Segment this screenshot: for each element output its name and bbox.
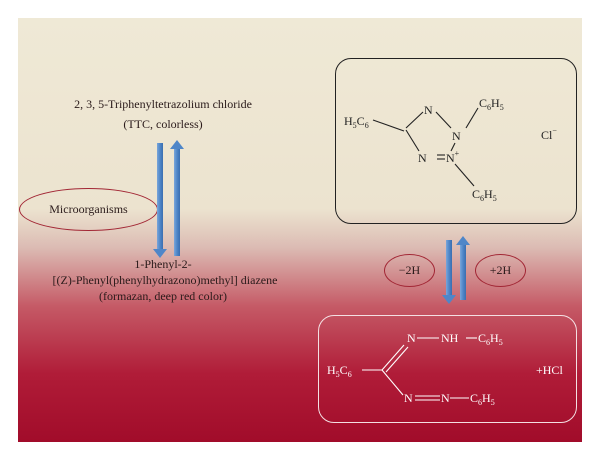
formazan-atom-n3: N [441,391,450,405]
plus-2h-label: +2H [489,263,512,277]
microorganisms-label: Microorganisms [49,202,128,216]
formazan-phenyl-top: C6H5 [478,331,503,347]
ttc-atom-n2: N [452,129,461,143]
ttc-description-label: (TTC, colorless) [123,117,203,131]
ttc-name-label: 2, 3, 5-Triphenyltetrazolium chloride [74,97,252,111]
ttc-phenyl-top: C6H5 [479,96,504,112]
plus-2h-oval: +2H [475,254,526,287]
ttc-atom-n1: N [424,103,433,117]
formazan-atom-n1: N [407,331,416,345]
ttc-structure-box [335,58,577,224]
ttc-atom-n4: N+ [446,149,460,165]
right-up-arrow [456,236,470,300]
ttc-ring-bonds [372,107,479,187]
formazan-phenyl-left: H5C6 [327,363,352,379]
left-up-arrow [170,140,184,256]
right-down-arrow [442,240,456,304]
formazan-bonds [362,337,477,401]
formazan-description-line: (formazan, deep red color) [99,289,227,303]
formazan-name-line1: 1-Phenyl-2- [134,257,192,271]
formazan-name-line2: [(Z)-Phenyl(phenylhydrazono)methyl] diaz… [52,273,278,287]
ttc-phenyl-left: H5C6 [344,114,369,130]
ttc-chloride: Cl− [541,126,557,142]
ttc-atom-n3: N [418,151,427,165]
formazan-atom-n2: N [404,391,413,405]
formazan-atom-nh: NH [441,331,459,345]
minus-2h-label: −2H [398,263,421,277]
ttc-phenyl-bottom: C6H5 [472,187,497,203]
formazan-phenyl-bottom: C6H5 [470,391,495,407]
minus-2h-oval: −2H [384,254,435,287]
left-down-arrow [153,143,167,258]
formazan-hcl-byproduct: +HCl [536,363,563,377]
formazan-structure-box [318,315,577,423]
diagram-background [18,18,582,442]
